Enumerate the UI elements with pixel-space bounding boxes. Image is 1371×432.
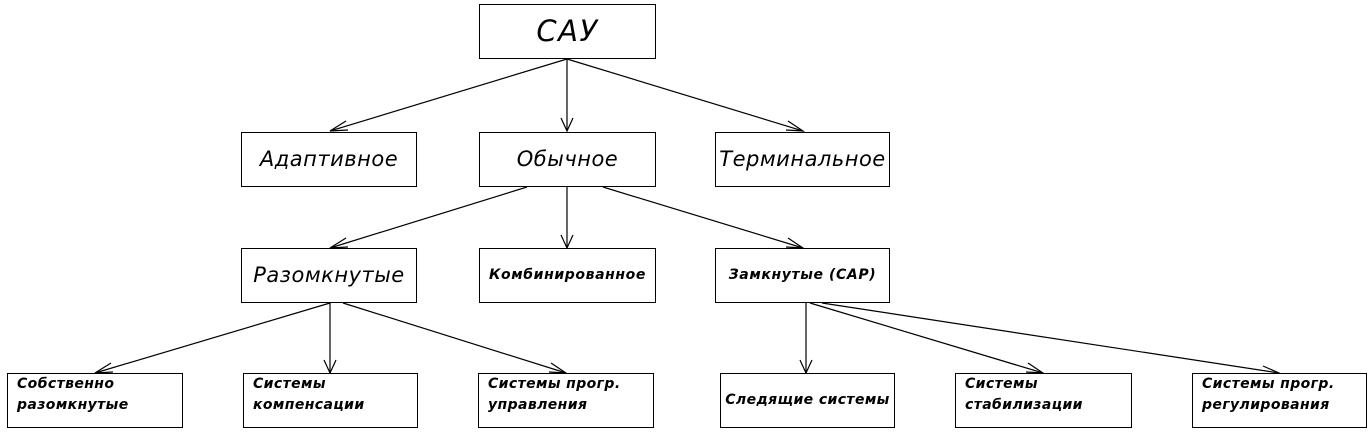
node-open-proper: Собственно разомкнутые bbox=[7, 373, 183, 428]
arrow-open-to-program-control bbox=[342, 302, 567, 374]
node-sau: САУ bbox=[479, 4, 656, 59]
arrowhead-open-proper bbox=[94, 362, 114, 374]
node-open-proper-line2: разомкнутые bbox=[17, 397, 129, 413]
node-program-control-line1: Системы прогр. bbox=[488, 376, 621, 392]
arrowhead-adaptive bbox=[329, 120, 349, 132]
arrowhead-combined bbox=[560, 234, 574, 250]
arrow-root-to-terminal bbox=[566, 58, 804, 132]
arrow-closed-to-program-regulation bbox=[821, 302, 1280, 374]
node-sau-label: САУ bbox=[536, 13, 599, 48]
node-stabilization: Системы стабилизации bbox=[955, 373, 1132, 428]
arrowhead-tracking bbox=[799, 359, 813, 375]
node-compensation-line1: Системы bbox=[253, 376, 326, 392]
node-tracking: Следящие системы bbox=[720, 373, 895, 428]
arrow-root-to-adaptive bbox=[329, 58, 568, 132]
node-combined-label: Комбинированное bbox=[489, 267, 646, 284]
node-closed-label: Замкнутые (САР) bbox=[728, 267, 877, 284]
node-closed: Замкнутые (САР) bbox=[715, 248, 890, 303]
arrowhead-closed bbox=[785, 237, 806, 249]
arrowhead-terminal bbox=[785, 120, 806, 132]
node-program-control: Системы прогр. управления bbox=[478, 373, 654, 428]
node-compensation-line2: компенсации bbox=[253, 397, 365, 413]
node-adaptive-label: Адаптивное bbox=[259, 147, 399, 172]
node-open-proper-line1: Собственно bbox=[17, 376, 115, 392]
arrowhead-open bbox=[329, 237, 349, 249]
node-ordinary: Обычное bbox=[479, 132, 656, 187]
node-program-regulation-line1: Системы прогр. bbox=[1202, 376, 1335, 392]
arrowhead-program-control bbox=[548, 362, 569, 374]
node-program-regulation-line2: регулирования bbox=[1202, 397, 1330, 413]
node-open-label: Разомкнутые bbox=[253, 263, 405, 288]
node-tracking-label: Следящие системы bbox=[725, 392, 890, 409]
node-stabilization-line1: Системы bbox=[965, 376, 1038, 392]
node-combined: Комбинированное bbox=[479, 248, 656, 303]
arrow-open-to-open-proper bbox=[94, 302, 331, 374]
node-terminal: Терминальное bbox=[715, 132, 890, 187]
arrowhead-stabilization bbox=[1025, 362, 1046, 374]
arrow-ordinary-to-open bbox=[329, 186, 528, 249]
node-stabilization-line2: стабилизации bbox=[965, 397, 1083, 413]
node-adaptive: Адаптивное bbox=[241, 132, 417, 187]
node-program-regulation: Системы прогр. регулирования bbox=[1192, 373, 1367, 428]
arrow-closed-to-stabilization bbox=[809, 302, 1044, 374]
arrowhead-compensation bbox=[323, 359, 337, 375]
node-terminal-label: Терминальное bbox=[719, 147, 886, 172]
node-compensation: Системы компенсации bbox=[243, 373, 418, 428]
node-program-control-line2: управления bbox=[488, 397, 588, 413]
arrow-ordinary-to-closed bbox=[602, 186, 804, 249]
node-open: Разомкнутые bbox=[241, 248, 417, 303]
node-ordinary-label: Обычное bbox=[516, 147, 619, 172]
arrowhead-ordinary bbox=[560, 117, 574, 133]
